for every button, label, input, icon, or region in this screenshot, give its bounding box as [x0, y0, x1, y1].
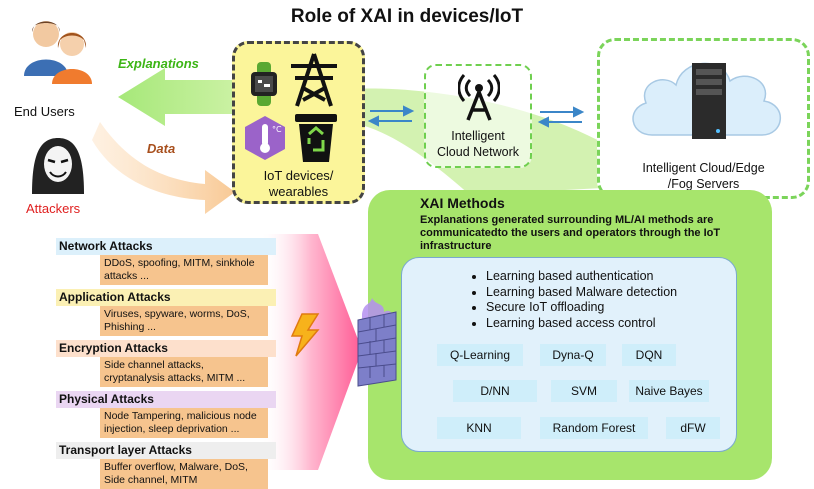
attack-category-body: Node Tampering, malicious node injection…: [100, 408, 268, 438]
attack-wedge: [260, 234, 362, 470]
firewall-icon: [357, 298, 397, 387]
iot-devices-label-line2: wearables: [268, 184, 329, 199]
explanations-label: Explanations: [118, 56, 199, 71]
algorithm-chip: dFW: [666, 417, 720, 439]
thermometer-sensor-icon: °C: [245, 116, 285, 160]
xai-methods-description: Explanations generated surrounding ML/AI…: [420, 214, 721, 252]
iot-cloud-exchange-arrows: [367, 105, 415, 127]
data-label: Data: [147, 141, 176, 156]
algorithm-chip: SVM: [551, 380, 617, 402]
diagram-title: Role of XAI in devices/IoT: [290, 6, 524, 27]
attack-category: Application Attacks Viruses, spyware, wo…: [56, 289, 276, 336]
end-users-icon: [24, 21, 92, 84]
list-item: Learning based Malware detection: [486, 285, 677, 301]
attack-category-body: Buffer overflow, Malware, DoS, Side chan…: [100, 459, 268, 489]
algorithm-chip: D/NN: [453, 380, 537, 402]
attacker-icon: [32, 138, 84, 194]
servers-box: Intelligent Cloud/Edge /Fog Servers: [597, 38, 810, 199]
power-tower-icon: [291, 53, 337, 107]
lightning-icon: [290, 313, 320, 357]
list-item: Learning based access control: [486, 316, 677, 332]
cloud-network-box: Intelligent Cloud Network: [424, 64, 532, 168]
attack-category-body: Side channel attacks, cryptanalysis atta…: [100, 357, 268, 387]
algorithm-chip: Dyna-Q: [540, 344, 606, 366]
algorithm-chip: Naive Bayes: [629, 380, 709, 402]
cloud-network-label-line2: Cloud Network: [437, 145, 519, 159]
list-item: Learning based authentication: [486, 269, 677, 285]
list-item: Secure IoT offloading: [486, 300, 677, 316]
data-arrow: [92, 122, 235, 214]
smartwatch-icon: [251, 62, 277, 106]
cloud-server-exchange-arrows: [537, 106, 585, 128]
cloud-server-icon: [632, 62, 782, 139]
servers-label-line2: /Fog Servers: [667, 177, 740, 191]
smart-bin-icon: [295, 114, 337, 162]
attack-category: Transport layer Attacks Buffer overflow,…: [56, 442, 276, 489]
algorithm-chip: KNN: [437, 417, 521, 439]
attack-category-body: DDoS, spoofing, MITM, sinkhole attacks .…: [100, 255, 268, 285]
attack-category-title: Network Attacks: [56, 238, 276, 255]
explanations-arrow: [118, 68, 242, 126]
attack-category: Physical Attacks Node Tampering, malicio…: [56, 391, 276, 438]
algorithm-chip: DQN: [622, 344, 676, 366]
attackers-label: Attackers: [26, 201, 81, 216]
algorithm-chip: Random Forest: [540, 417, 648, 439]
attack-category-title: Transport layer Attacks: [56, 442, 276, 459]
attack-category: Network Attacks DDoS, spoofing, MITM, si…: [56, 238, 276, 285]
end-users-label: End Users: [14, 104, 75, 119]
algorithm-chip: Q-Learning: [437, 344, 523, 366]
attack-category: Encryption Attacks Side channel attacks,…: [56, 340, 276, 387]
cloud-network-label-line1: Intelligent: [451, 129, 505, 143]
servers-label-line1: Intelligent Cloud/Edge: [642, 161, 765, 175]
iot-devices-label-line1: IoT devices/: [263, 168, 334, 183]
attack-category-body: Viruses, spyware, worms, DoS, Phishing .…: [100, 306, 268, 336]
attack-category-title: Physical Attacks: [56, 391, 276, 408]
attack-category-title: Application Attacks: [56, 289, 276, 306]
xai-methods-title: XAI Methods: [420, 195, 505, 211]
svg-text:°C: °C: [272, 125, 282, 134]
xai-application-list: Learning based authentication Learning b…: [470, 269, 677, 331]
antenna-icon: [458, 74, 500, 121]
iot-devices-box: °C IoT devices/ wearables: [232, 41, 365, 204]
attack-category-title: Encryption Attacks: [56, 340, 276, 357]
